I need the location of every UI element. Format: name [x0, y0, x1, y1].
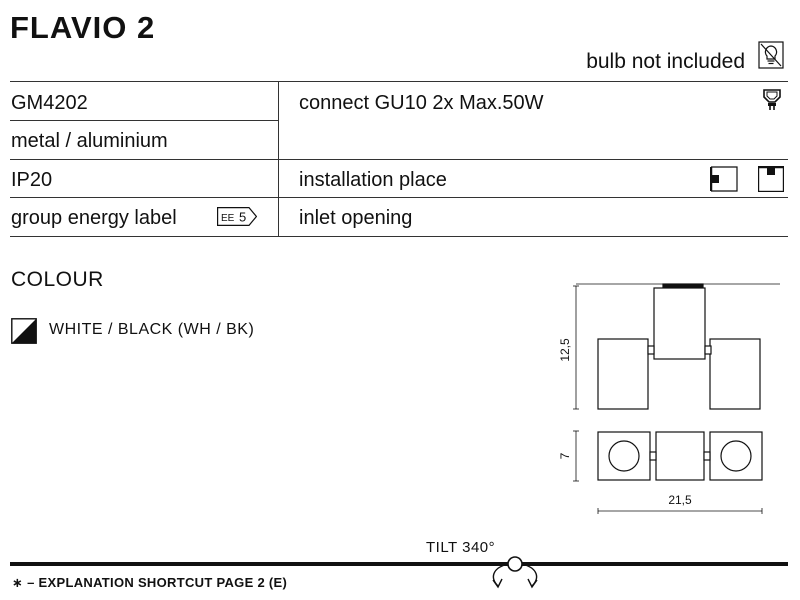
bottom-rule: [10, 562, 788, 566]
tilt-label: TILT 340°: [426, 539, 496, 556]
top-right-joint: [703, 451, 711, 461]
center-spot: [653, 287, 706, 360]
top-center-spot: [655, 431, 705, 481]
ip-rating: IP20: [11, 169, 53, 191]
ceiling-mount-icon: [758, 166, 784, 192]
depth-dimension: 7: [558, 452, 572, 459]
technical-drawing: 12,5 7 21,5: [558, 283, 780, 514]
top-right-spot: [709, 431, 763, 481]
left-spot: [597, 338, 649, 410]
table-rule-3: [10, 197, 788, 198]
top-left-joint: [649, 451, 657, 461]
product-title: FLAVIO 2: [10, 10, 156, 45]
top-view: [597, 431, 763, 481]
table-divider: [278, 81, 279, 236]
right-joint: [704, 345, 712, 355]
bulb-note: bulb not included: [586, 50, 745, 73]
energy-badge-value: 5: [239, 210, 246, 225]
installation-place: installation place: [299, 169, 447, 191]
top-left-spot: [597, 431, 651, 481]
colour-heading: COLOUR: [11, 268, 104, 291]
dimension-lines: [573, 285, 763, 514]
mount-plate: [662, 283, 704, 288]
inlet-opening: inlet opening: [299, 207, 413, 229]
energy-label-text: group energy label: [11, 207, 177, 229]
footnote: ∗ – EXPLANATION SHORTCUT PAGE 2 (E): [12, 575, 288, 590]
energy-label-badge: EE 5: [217, 207, 257, 226]
colour-swatch-icon: [11, 318, 37, 344]
colour-option: WHITE / BLACK (WH / BK): [49, 321, 255, 338]
connect-spec: connect GU10 2x Max.50W: [299, 92, 544, 114]
width-dimension: 21,5: [668, 493, 692, 507]
material: metal / aluminium: [11, 130, 168, 152]
gu10-bulb-icon: [763, 89, 781, 110]
front-view: [576, 283, 780, 410]
right-spot: [709, 338, 761, 410]
table-rule-bottom: [10, 236, 788, 237]
product-code: GM4202: [11, 92, 88, 114]
table-rule-1: [10, 120, 278, 121]
top-right-lens: [720, 440, 752, 472]
left-joint: [647, 345, 655, 355]
energy-badge-prefix: EE: [221, 213, 235, 224]
table-rule-2: [10, 159, 788, 160]
wall-mount-icon: [710, 166, 738, 192]
height-dimension: 12,5: [558, 338, 572, 362]
table-rule-top: [10, 81, 788, 82]
bulb-not-included-icon: [758, 41, 784, 69]
tilt-arrows-icon: [492, 556, 538, 589]
top-left-lens: [608, 440, 640, 472]
